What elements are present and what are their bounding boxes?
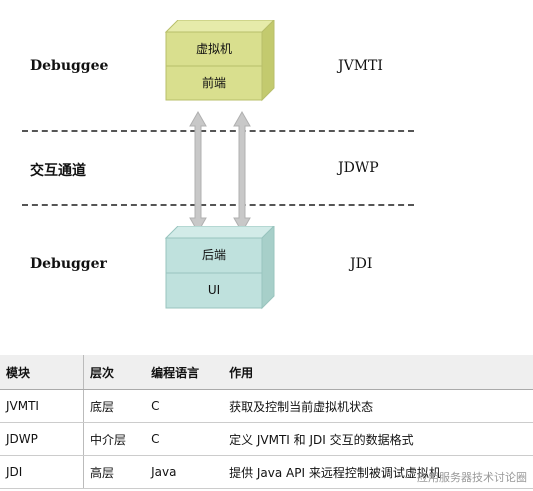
cell-module: JDI [0,455,84,489]
cell-role: 提供 Java API 来远程控制被调试虚拟机 [223,455,533,489]
debugger-box [164,226,275,310]
module-table: 模块 层次 编程语言 作用 JVMTI 底层 C 获取及控制当前虚拟机状态 JD… [0,355,533,489]
header-module: 模块 [0,355,84,390]
debuggee-label: Debuggee [30,58,109,74]
transport-label: 交互通道 [30,163,86,179]
table-row: JDWP 中介层 C 定义 JVMTI 和 JDI 交互的数据格式 [0,422,533,456]
table-row: JDI 高层 Java 提供 Java API 来远程控制被调试虚拟机 [0,455,533,489]
jvm-box-cell-jvm: 虚拟机 [195,42,232,56]
table-row: JVMTI 底层 C 获取及控制当前虚拟机状态 [0,389,533,423]
bidirectional-arrow-right [233,110,251,234]
jvmti-label: JVMTI [338,58,383,74]
cell-role: 定义 JVMTI 和 JDI 交互的数据格式 [223,422,533,456]
debugger-box-top-face [164,226,275,239]
header-language: 编程语言 [145,355,224,390]
bidirectional-arrow-left [189,110,207,234]
dashed-divider-bottom [22,204,414,206]
arrows-group [189,110,251,234]
header-layer: 层次 [83,355,146,390]
jvm-box-side-face [261,20,275,102]
cell-module: JDWP [0,422,84,456]
jdwp-label: JDWP [338,160,379,176]
watermark: 应用服务器技术讨论圈 [417,471,527,484]
cell-language: C [145,422,224,456]
jvm-box-cell-frontend: 前端 [201,76,226,90]
cell-module: JVMTI [0,389,84,423]
cell-language: C [145,389,224,423]
debugger-box-cell-ui: UI [207,283,221,297]
debugger-box-side-face [261,226,275,310]
header-role: 作用 [223,355,533,390]
jvm-box [164,20,275,102]
jdi-label: JDI [350,256,373,272]
table-header-row: 模块 层次 编程语言 作用 [0,355,533,390]
dashed-divider-top [22,130,414,132]
cell-layer: 高层 [83,455,146,489]
debugger-box-cell-backend: 后端 [201,248,226,262]
cell-layer: 底层 [83,389,146,423]
cell-role: 获取及控制当前虚拟机状态 [223,389,533,423]
cell-layer: 中介层 [83,422,146,456]
debugger-label: Debugger [30,256,107,272]
cell-language: Java [145,455,224,489]
jvm-box-top-face [164,20,275,33]
